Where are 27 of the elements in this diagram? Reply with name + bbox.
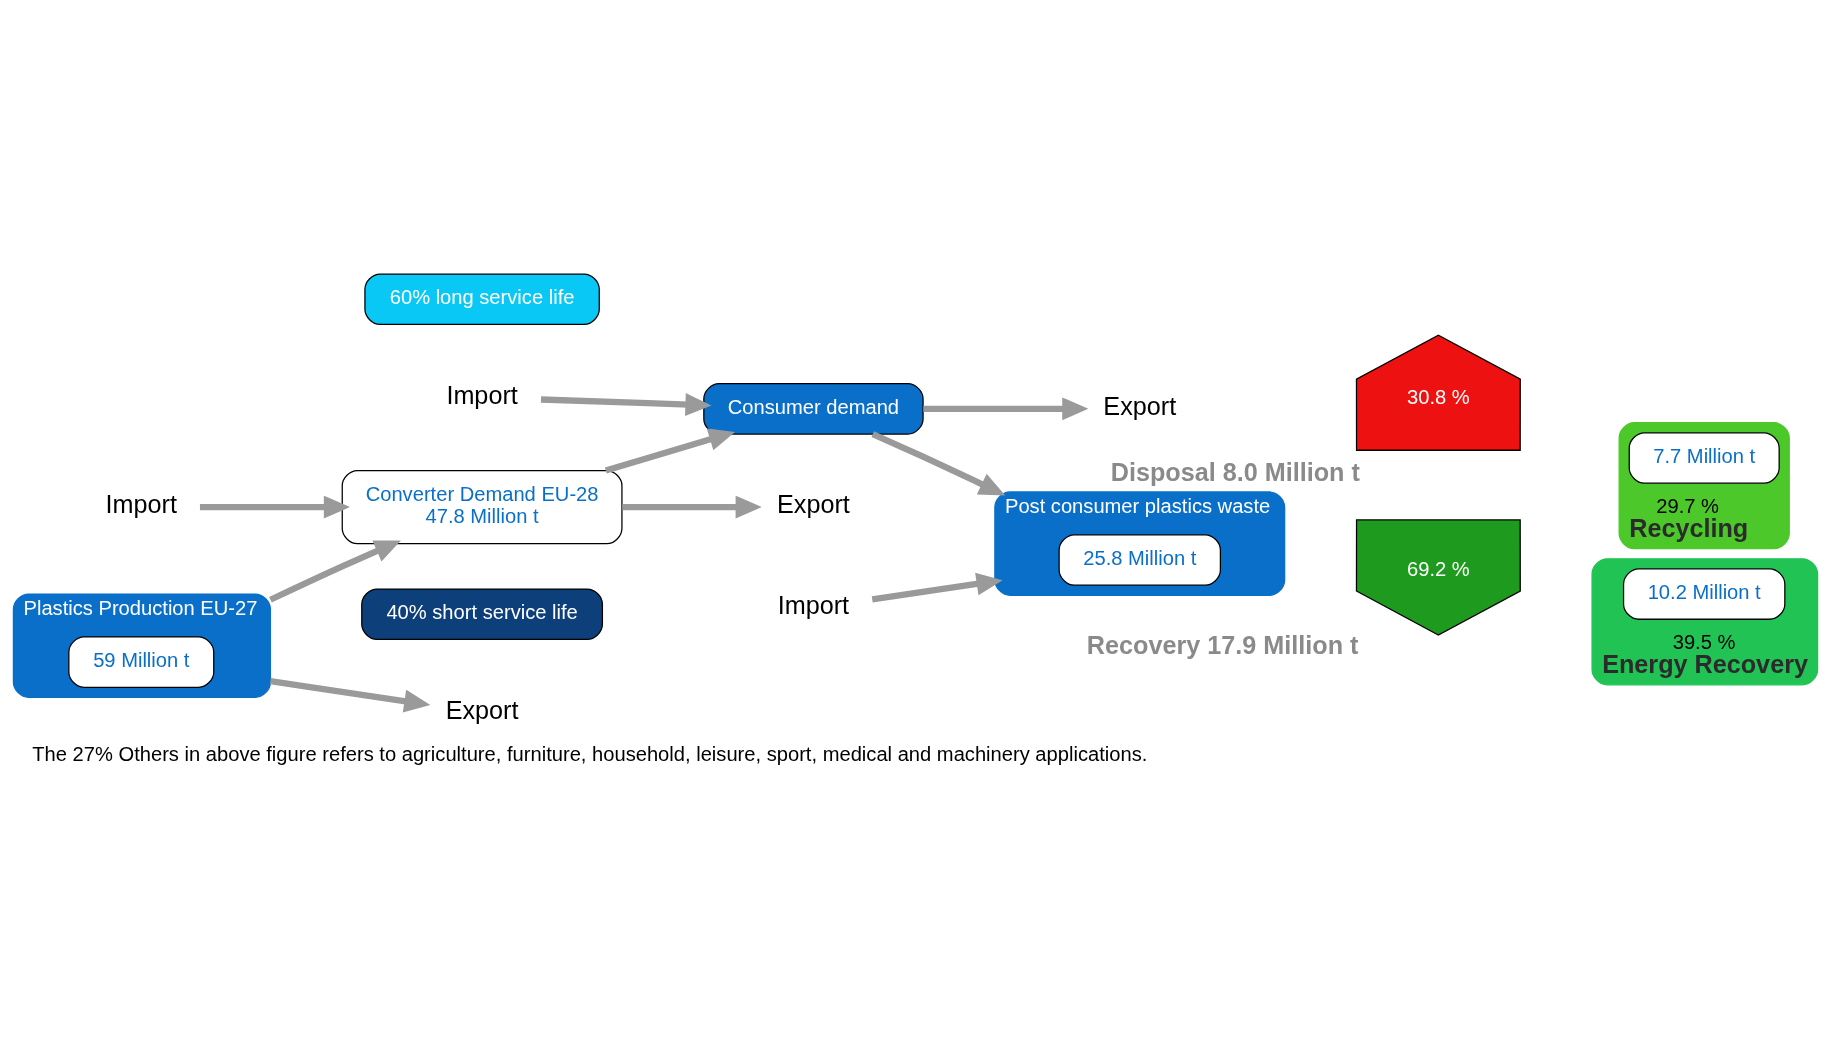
node-text: Export [777, 489, 850, 518]
caption: The 27% Others in above figure refers to agriculture, furniture, household, leisure, sport, medical and machinery applications. [32, 742, 1148, 765]
node-box: Consumer demand [703, 382, 924, 435]
node-label: Recycling [1629, 513, 1749, 542]
arrow [871, 430, 1006, 495]
arrow [269, 539, 401, 603]
node-text: Import [105, 489, 177, 518]
node-box: Converter Demand EU-28 47.8 Million t [341, 469, 623, 544]
node-box: 7.7 Million t [1628, 431, 1780, 484]
node-text: Import [446, 380, 518, 409]
arrow [871, 572, 1003, 603]
node-box: 40% short service life [361, 587, 604, 640]
node-label: Disposal 8.0 Million t [1110, 457, 1360, 486]
node-box: 60% long service life [364, 272, 600, 325]
arrow [604, 427, 736, 474]
arrow [540, 392, 712, 416]
arrow [923, 396, 1089, 420]
node-text: Export [445, 695, 519, 724]
node-box: 59 Million t [68, 635, 215, 688]
arrow [269, 677, 431, 712]
arrow [622, 495, 762, 519]
node-box: 25.8 Million t [1058, 533, 1222, 586]
node-label: Energy Recovery [1602, 649, 1808, 678]
node-text: Import [777, 590, 850, 619]
node-text: Export [1103, 391, 1177, 420]
arrow [199, 495, 350, 519]
node-box: 10.2 Million t [1622, 567, 1786, 620]
